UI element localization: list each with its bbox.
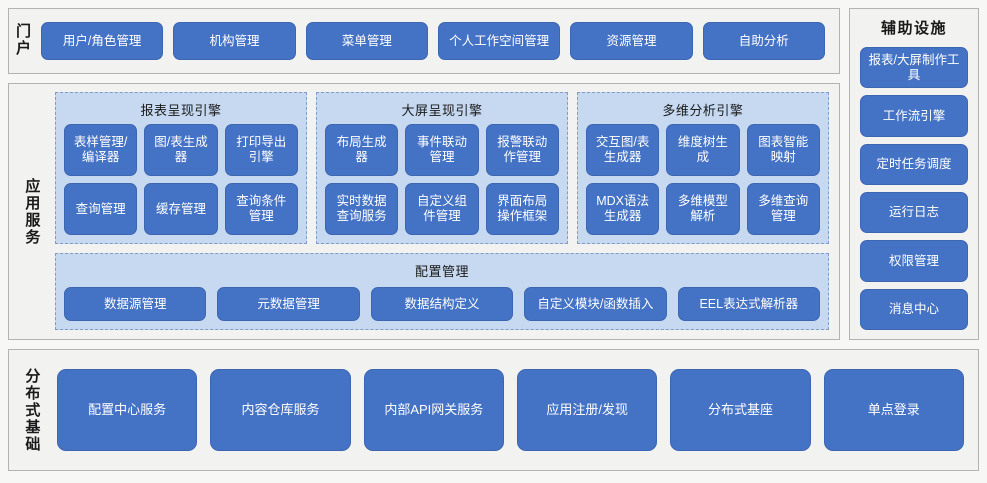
config-item-data-structure-definition[interactable]: 数据结构定义 xyxy=(370,287,514,321)
dist-item-single-sign-on[interactable]: 单点登录 xyxy=(823,369,964,451)
top-area: 门户 用户/角色管理 机构管理 菜单管理 个人工作空间管理 资源管理 自助分析 … xyxy=(8,8,979,340)
report-item-print-export-engine[interactable]: 打印导出引擎 xyxy=(224,124,298,176)
application-services-section: 应用服务 报表呈现引擎 表样管理/编译器 图/表生成器 打印导出引擎 查询管理 … xyxy=(8,83,840,340)
config-item-metadata-management[interactable]: 元数据管理 xyxy=(217,287,360,321)
report-item-chart-table-generator[interactable]: 图/表生成器 xyxy=(144,124,218,176)
aux-item-runtime-log[interactable]: 运行日志 xyxy=(859,191,968,234)
portal-item-organization[interactable]: 机构管理 xyxy=(173,22,296,60)
distributed-foundation-items: 配置中心服务 内容仓库服务 内部API网关服务 应用注册/发现 分布式基座 单点… xyxy=(53,350,978,470)
bigscreen-item-realtime-data-query-service[interactable]: 实时数据查询服务 xyxy=(324,183,399,235)
engines-row: 报表呈现引擎 表样管理/编译器 图/表生成器 打印导出引擎 查询管理 缓存管理 … xyxy=(55,92,829,244)
report-item-query-condition-management[interactable]: 查询条件管理 xyxy=(224,183,298,235)
report-item-template-compiler[interactable]: 表样管理/编译器 xyxy=(64,124,138,176)
aux-item-report-bigscreen-authoring-tool[interactable]: 报表/大屏制作工具 xyxy=(859,47,968,89)
engine-group-bigscreen-title: 大屏呈现引擎 xyxy=(401,103,483,118)
report-item-query-management[interactable]: 查询管理 xyxy=(64,183,138,235)
engine-group-bigscreen: 大屏呈现引擎 布局生成器 事件联动管理 报警联动作管理 实时数据查询服务 自定义… xyxy=(315,92,568,244)
engine-group-olap: 多维分析引擎 交互图/表生成器 维度树生成 图表智能映射 MDX语法生成器 多维… xyxy=(576,92,829,244)
config-management-title: 配置管理 xyxy=(414,264,469,279)
olap-item-chart-smart-mapping[interactable]: 图表智能映射 xyxy=(746,124,820,176)
config-item-datasource-management[interactable]: 数据源管理 xyxy=(64,287,207,321)
aux-facilities-items: 报表/大屏制作工具 工作流引擎 定时任务调度 运行日志 权限管理 消息中心 xyxy=(859,47,968,330)
distributed-foundation-label: 分布式基础 xyxy=(23,367,41,453)
portal-items: 用户/角色管理 机构管理 菜单管理 个人工作空间管理 资源管理 自助分析 xyxy=(39,9,839,73)
bigscreen-item-alarm-linkage-action-management[interactable]: 报警联动作管理 xyxy=(485,124,559,176)
portal-section-label: 门户 xyxy=(15,23,32,57)
engine-group-bigscreen-items: 布局生成器 事件联动管理 报警联动作管理 实时数据查询服务 自定义组件管理 界面… xyxy=(324,124,559,235)
dist-item-internal-api-gateway-service[interactable]: 内部API网关服务 xyxy=(363,369,504,451)
aux-item-workflow-engine[interactable]: 工作流引擎 xyxy=(859,95,968,137)
engine-group-report: 报表呈现引擎 表样管理/编译器 图/表生成器 打印导出引擎 查询管理 缓存管理 … xyxy=(55,92,307,244)
application-services-body: 报表呈现引擎 表样管理/编译器 图/表生成器 打印导出引擎 查询管理 缓存管理 … xyxy=(53,84,839,339)
distributed-foundation-section: 分布式基础 配置中心服务 内容仓库服务 内部API网关服务 应用注册/发现 分布… xyxy=(8,349,979,471)
portal-item-personal-workspace[interactable]: 个人工作空间管理 xyxy=(437,22,561,60)
bigscreen-item-ui-layout-framework[interactable]: 界面布局操作框架 xyxy=(485,183,559,235)
olap-item-mdx-syntax-generator[interactable]: MDX语法生成器 xyxy=(585,183,660,235)
application-services-label: 应用服务 xyxy=(23,177,41,246)
engine-group-report-title: 报表呈现引擎 xyxy=(140,103,222,118)
dist-item-content-repository-service[interactable]: 内容仓库服务 xyxy=(210,369,351,451)
portal-item-self-service-analysis[interactable]: 自助分析 xyxy=(702,22,825,60)
config-item-eel-expression-parser[interactable]: EEL表达式解析器 xyxy=(677,287,820,321)
bigscreen-item-custom-component-management[interactable]: 自定义组件管理 xyxy=(405,183,479,235)
aux-item-message-center[interactable]: 消息中心 xyxy=(859,288,968,330)
dist-item-config-center-service[interactable]: 配置中心服务 xyxy=(57,369,198,451)
left-column: 门户 用户/角色管理 机构管理 菜单管理 个人工作空间管理 资源管理 自助分析 … xyxy=(8,8,840,340)
bigscreen-item-event-linkage-management[interactable]: 事件联动管理 xyxy=(405,124,479,176)
olap-item-dimension-tree-generation[interactable]: 维度树生成 xyxy=(666,124,740,176)
olap-item-interactive-chart-table-generator[interactable]: 交互图/表生成器 xyxy=(585,124,660,176)
aux-item-permission-management[interactable]: 权限管理 xyxy=(859,240,968,282)
aux-item-scheduled-task-scheduler[interactable]: 定时任务调度 xyxy=(859,143,968,185)
engine-group-olap-items: 交互图/表生成器 维度树生成 图表智能映射 MDX语法生成器 多维模型解析 多维… xyxy=(585,124,820,235)
engine-group-report-items: 表样管理/编译器 图/表生成器 打印导出引擎 查询管理 缓存管理 查询条件管理 xyxy=(64,124,298,235)
dist-item-distributed-base[interactable]: 分布式基座 xyxy=(670,369,811,451)
engine-group-olap-title: 多维分析引擎 xyxy=(662,103,744,118)
config-management-group: 配置管理 数据源管理 元数据管理 数据结构定义 自定义模块/函数插入 EEL表达… xyxy=(55,253,829,330)
config-management-items: 数据源管理 元数据管理 数据结构定义 自定义模块/函数插入 EEL表达式解析器 xyxy=(64,285,820,321)
report-item-cache-management[interactable]: 缓存管理 xyxy=(144,183,218,235)
dist-item-app-registration-discovery[interactable]: 应用注册/发现 xyxy=(516,369,658,451)
portal-item-menu[interactable]: 菜单管理 xyxy=(305,22,428,60)
bigscreen-item-layout-generator[interactable]: 布局生成器 xyxy=(324,124,399,176)
aux-facilities-title: 辅助设施 xyxy=(880,20,947,37)
olap-item-multidimensional-query-management[interactable]: 多维查询管理 xyxy=(746,183,820,235)
aux-facilities-section: 辅助设施 报表/大屏制作工具 工作流引擎 定时任务调度 运行日志 权限管理 消息… xyxy=(848,8,979,340)
portal-item-user-role[interactable]: 用户/角色管理 xyxy=(41,22,164,60)
portal-item-resource[interactable]: 资源管理 xyxy=(570,22,693,60)
portal-section: 门户 用户/角色管理 机构管理 菜单管理 个人工作空间管理 资源管理 自助分析 xyxy=(8,8,840,74)
config-item-custom-module-function-insert[interactable]: 自定义模块/函数插入 xyxy=(524,287,667,321)
olap-item-multidimensional-model-parsing[interactable]: 多维模型解析 xyxy=(666,183,740,235)
